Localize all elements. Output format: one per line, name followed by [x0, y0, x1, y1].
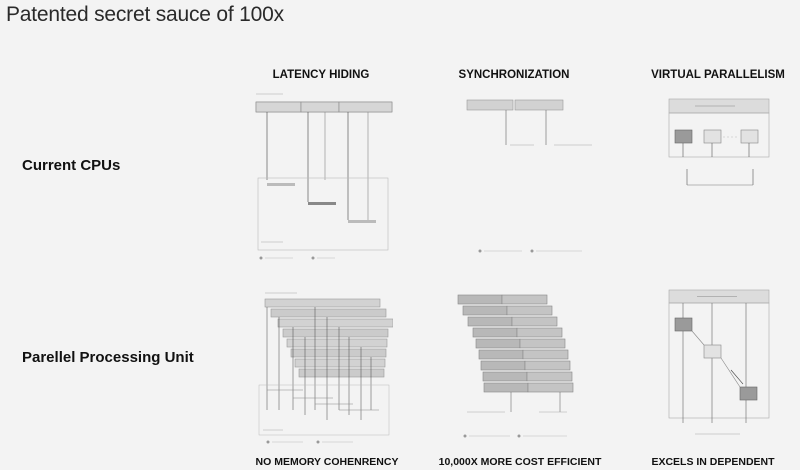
caption-no-memory-coherency: NO MEMORY COHENRENCY — [255, 456, 399, 468]
page-title: Patented secret sauce of 100x — [6, 3, 284, 26]
diagram-cpu-synchronization — [462, 95, 612, 260]
diagram-ppu-latency-hiding — [253, 290, 393, 450]
column-header-latency-hiding: LATENCY HIDING — [272, 69, 370, 81]
column-header-synchronization: SYNCHRONIZATION — [458, 69, 570, 81]
diagram-ppu-virtual-parallelism — [665, 288, 775, 443]
column-header-virtual-parallelism: VIRTUAL PARALLELISM — [651, 69, 785, 81]
row-label-ppu: Parellel Processing Unit — [22, 349, 194, 366]
diagram-cpu-virtual-parallelism — [665, 97, 775, 197]
row-label-current-cpus: Current CPUs — [22, 157, 121, 174]
diagram-ppu-synchronization — [455, 290, 595, 450]
diagram-cpu-latency-hiding — [253, 90, 393, 265]
caption-cost-efficient: 10,000X MORE COST EFFICIENT — [438, 456, 602, 468]
caption-excels-in-dependent: EXCELS IN DEPENDENT — [651, 456, 775, 468]
